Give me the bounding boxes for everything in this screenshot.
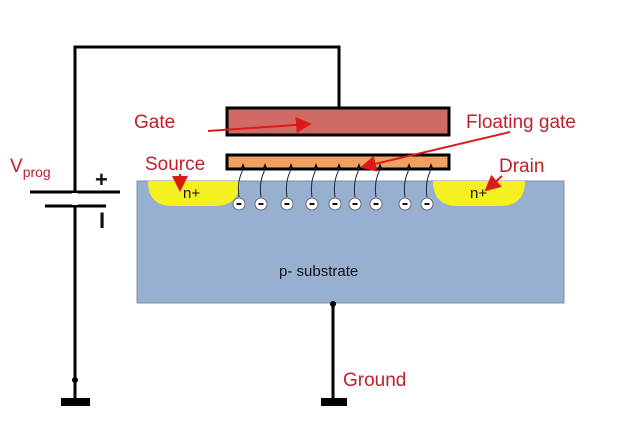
substrate-contact bbox=[330, 301, 336, 307]
control-gate bbox=[225, 106, 451, 137]
gate-wire bbox=[73, 45, 341, 380]
battery-minus-sign: I bbox=[99, 208, 105, 233]
source-n-plus-region bbox=[148, 181, 240, 206]
substrate-label: p- substrate bbox=[279, 263, 358, 280]
tunneling-path bbox=[285, 164, 292, 198]
gate-arrow bbox=[207, 116, 312, 133]
tunneling-arrowhead bbox=[263, 163, 267, 168]
drain-n-plus-region bbox=[433, 181, 525, 206]
tunneling-arrowhead bbox=[337, 163, 341, 168]
tunneling-arrowhead bbox=[289, 163, 293, 168]
drain-n-plus-label: n+ bbox=[470, 185, 487, 202]
tunneling-path bbox=[403, 164, 410, 198]
gate-label: Gate bbox=[134, 112, 175, 133]
vprog-label: Vprog bbox=[10, 156, 51, 180]
ground-symbol-left bbox=[61, 398, 90, 406]
tunneling-arrowhead bbox=[407, 163, 411, 168]
tunneling-path bbox=[237, 164, 244, 198]
tunneling-arrowhead bbox=[314, 163, 318, 168]
tunneling-path bbox=[333, 164, 340, 198]
ground-symbol-right bbox=[321, 398, 347, 406]
tunneling-path bbox=[353, 164, 360, 198]
drain-label: Drain bbox=[499, 156, 544, 177]
tunneling-path bbox=[310, 164, 317, 198]
tunneling-path bbox=[259, 164, 266, 198]
floating-gate-arrow bbox=[360, 131, 511, 172]
source-n-plus-label: n+ bbox=[183, 185, 200, 202]
floating-gate-label: Floating gate bbox=[466, 112, 576, 133]
tunneling-arrowhead bbox=[429, 163, 433, 168]
tunneling-path bbox=[425, 164, 432, 198]
tunneling-arrowhead bbox=[357, 163, 361, 168]
tunneling-arrowhead bbox=[241, 163, 245, 168]
tunneling-path bbox=[374, 164, 381, 198]
ground-label: Ground bbox=[343, 370, 406, 391]
drain-arrow bbox=[484, 174, 503, 192]
battery-plus-sign: + bbox=[95, 167, 108, 192]
source-label: Source bbox=[145, 154, 205, 175]
tunneling-arrowhead bbox=[378, 163, 382, 168]
